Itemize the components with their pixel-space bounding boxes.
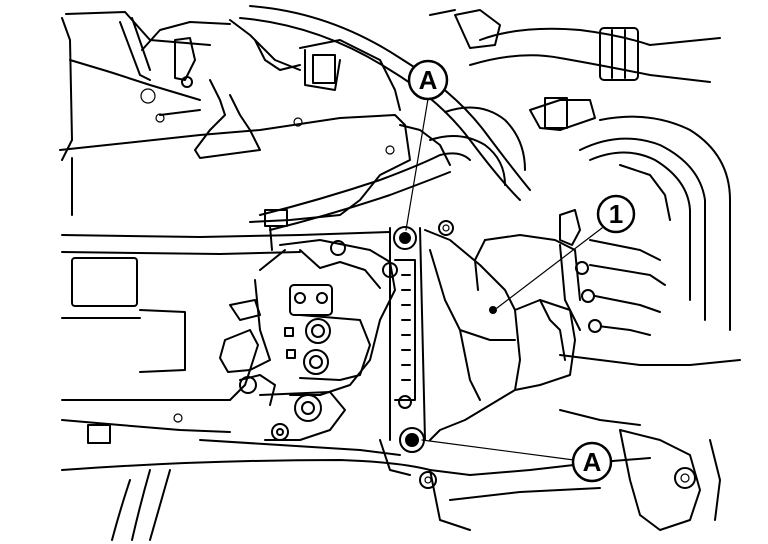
callout-a-top-label: A [419,65,438,95]
fastener-a-top [393,226,417,250]
callout-a-bottom-label: A [583,447,602,477]
part-1-shield [424,229,581,441]
callout-1: 1 [596,194,636,234]
fastener-a-bottom [399,427,425,453]
lower-structure [61,409,721,541]
callout-a-top: A [407,59,449,101]
callout-a-bottom: A [571,441,613,483]
leader-lines [405,98,603,461]
right-manifold [559,115,741,366]
vertical-member [389,220,454,441]
callout-1-label: 1 [609,199,623,229]
upper-center-block [59,39,451,223]
left-rail-bracket [61,231,401,456]
engine-mount-bracket [219,209,398,441]
upper-left-structure [61,11,301,161]
